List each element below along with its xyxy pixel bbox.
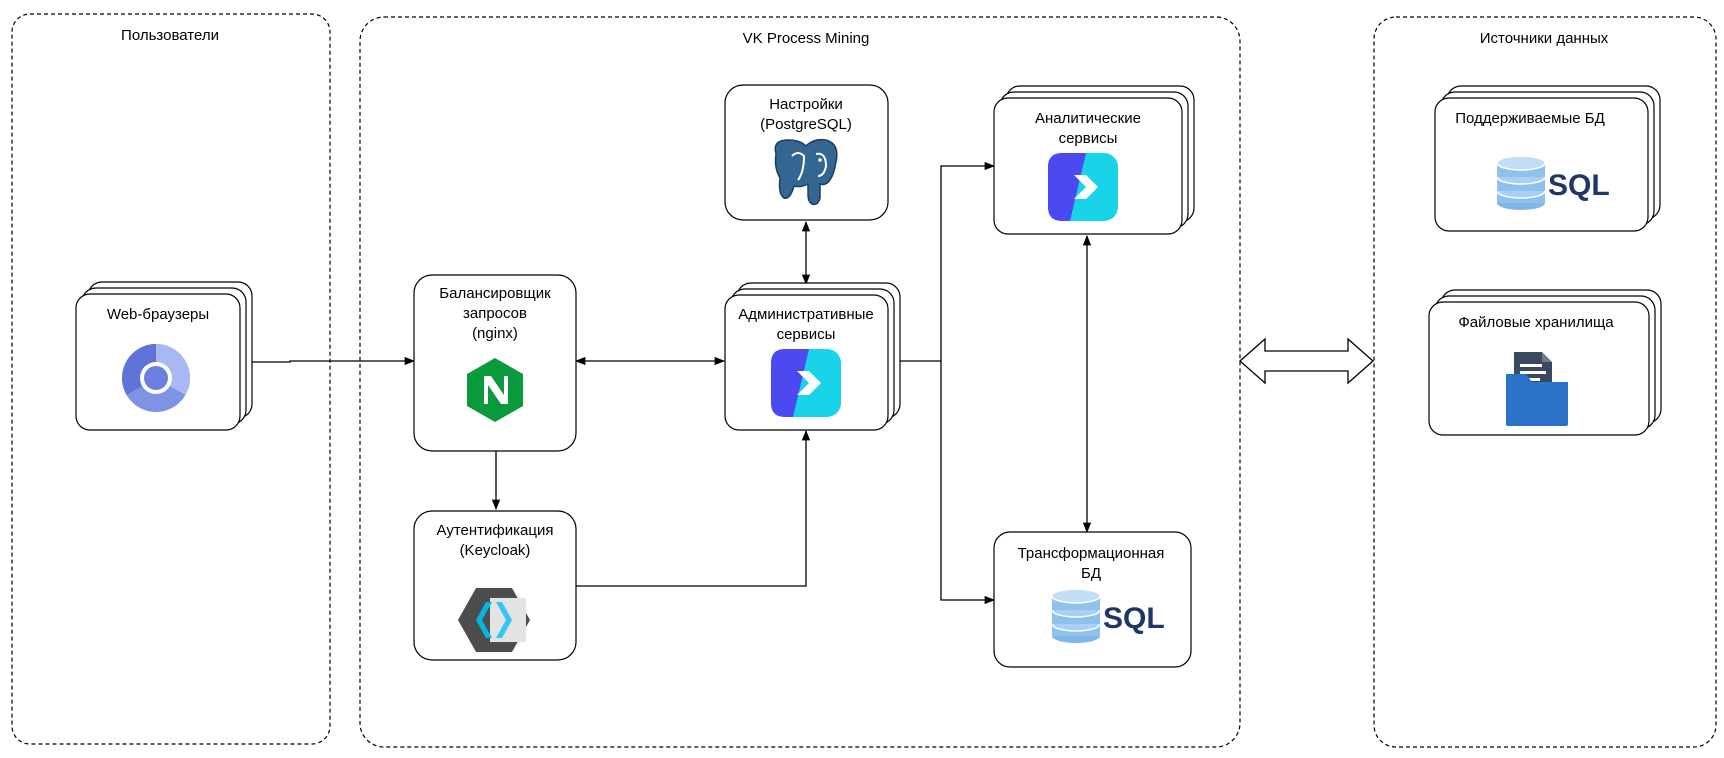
node-admin-label-1: Административные (738, 306, 873, 323)
keycloak-icon (458, 588, 530, 652)
zone-platform: VK Process Mining (359, 16, 1241, 748)
node-settings-label-2: (PostgreSQL) (760, 116, 852, 133)
chromium-icon (122, 344, 190, 412)
vk-process-mining-icon (1048, 153, 1118, 221)
node-admin-label-2: сервисы (777, 326, 836, 343)
node-analytics-services: Аналитические сервисы (993, 85, 1195, 235)
zone-platform-title: VK Process Mining (743, 30, 870, 47)
zone-users-title: Пользователи (121, 27, 219, 44)
node-web-browsers: Web-браузеры (75, 281, 253, 431)
node-transform-db: Трансформационная БД SQL (993, 531, 1192, 668)
node-transform-label-2: БД (1081, 565, 1101, 582)
node-auth-label-1: Аутентификация (437, 522, 554, 539)
node-transform-label-1: Трансформационная (1018, 545, 1165, 562)
node-analytics-label-2: сервисы (1059, 130, 1118, 147)
node-balancer-label-2: запросов (463, 305, 527, 322)
node-balancer-label-1: Балансировщик (439, 285, 551, 302)
sql-database-icon: SQL (1496, 155, 1610, 211)
node-file-storage: Файловые хранилища (1428, 289, 1662, 436)
sql-database-icon: SQL (1051, 588, 1165, 644)
zone-sources-title: Источники данных (1480, 30, 1609, 47)
edge-admin-transform (940, 361, 996, 605)
folder-document-icon (1506, 352, 1568, 426)
edge-browsers-balancer (252, 356, 416, 366)
nginx-icon (467, 358, 523, 422)
node-file-storage-label: Файловые хранилища (1458, 314, 1614, 331)
node-auth-label-2: (Keycloak) (460, 542, 531, 559)
node-analytics-label-1: Аналитические (1035, 110, 1141, 127)
node-balancer-label-3: (nginx) (472, 325, 518, 342)
zone-users: Пользователи (11, 13, 331, 745)
edge-auth-admin (576, 429, 811, 587)
sql-text: SQL (1103, 602, 1165, 635)
node-supported-db: Поддерживаемые БД SQL (1434, 85, 1661, 232)
postgresql-elephant-icon (774, 138, 838, 206)
double-arrow-sources (1239, 337, 1374, 385)
zone-sources: Источники данных (1373, 16, 1717, 748)
sql-text: SQL (1548, 169, 1610, 202)
node-supported-db-label: Поддерживаемые БД (1455, 110, 1605, 127)
node-balancer: Балансировщик запросов (nginx) (413, 274, 577, 452)
edge-admin-analytics (940, 161, 996, 361)
node-auth: Аутентификация (Keycloak) (413, 510, 577, 661)
node-web-browsers-label: Web-браузеры (107, 306, 209, 323)
vk-process-mining-icon (771, 349, 841, 417)
node-admin-services: Административные сервисы (724, 282, 901, 431)
node-settings-label-1: Настройки (769, 96, 843, 113)
connectors (252, 161, 1374, 605)
node-settings: Настройки (PostgreSQL) (724, 84, 889, 221)
